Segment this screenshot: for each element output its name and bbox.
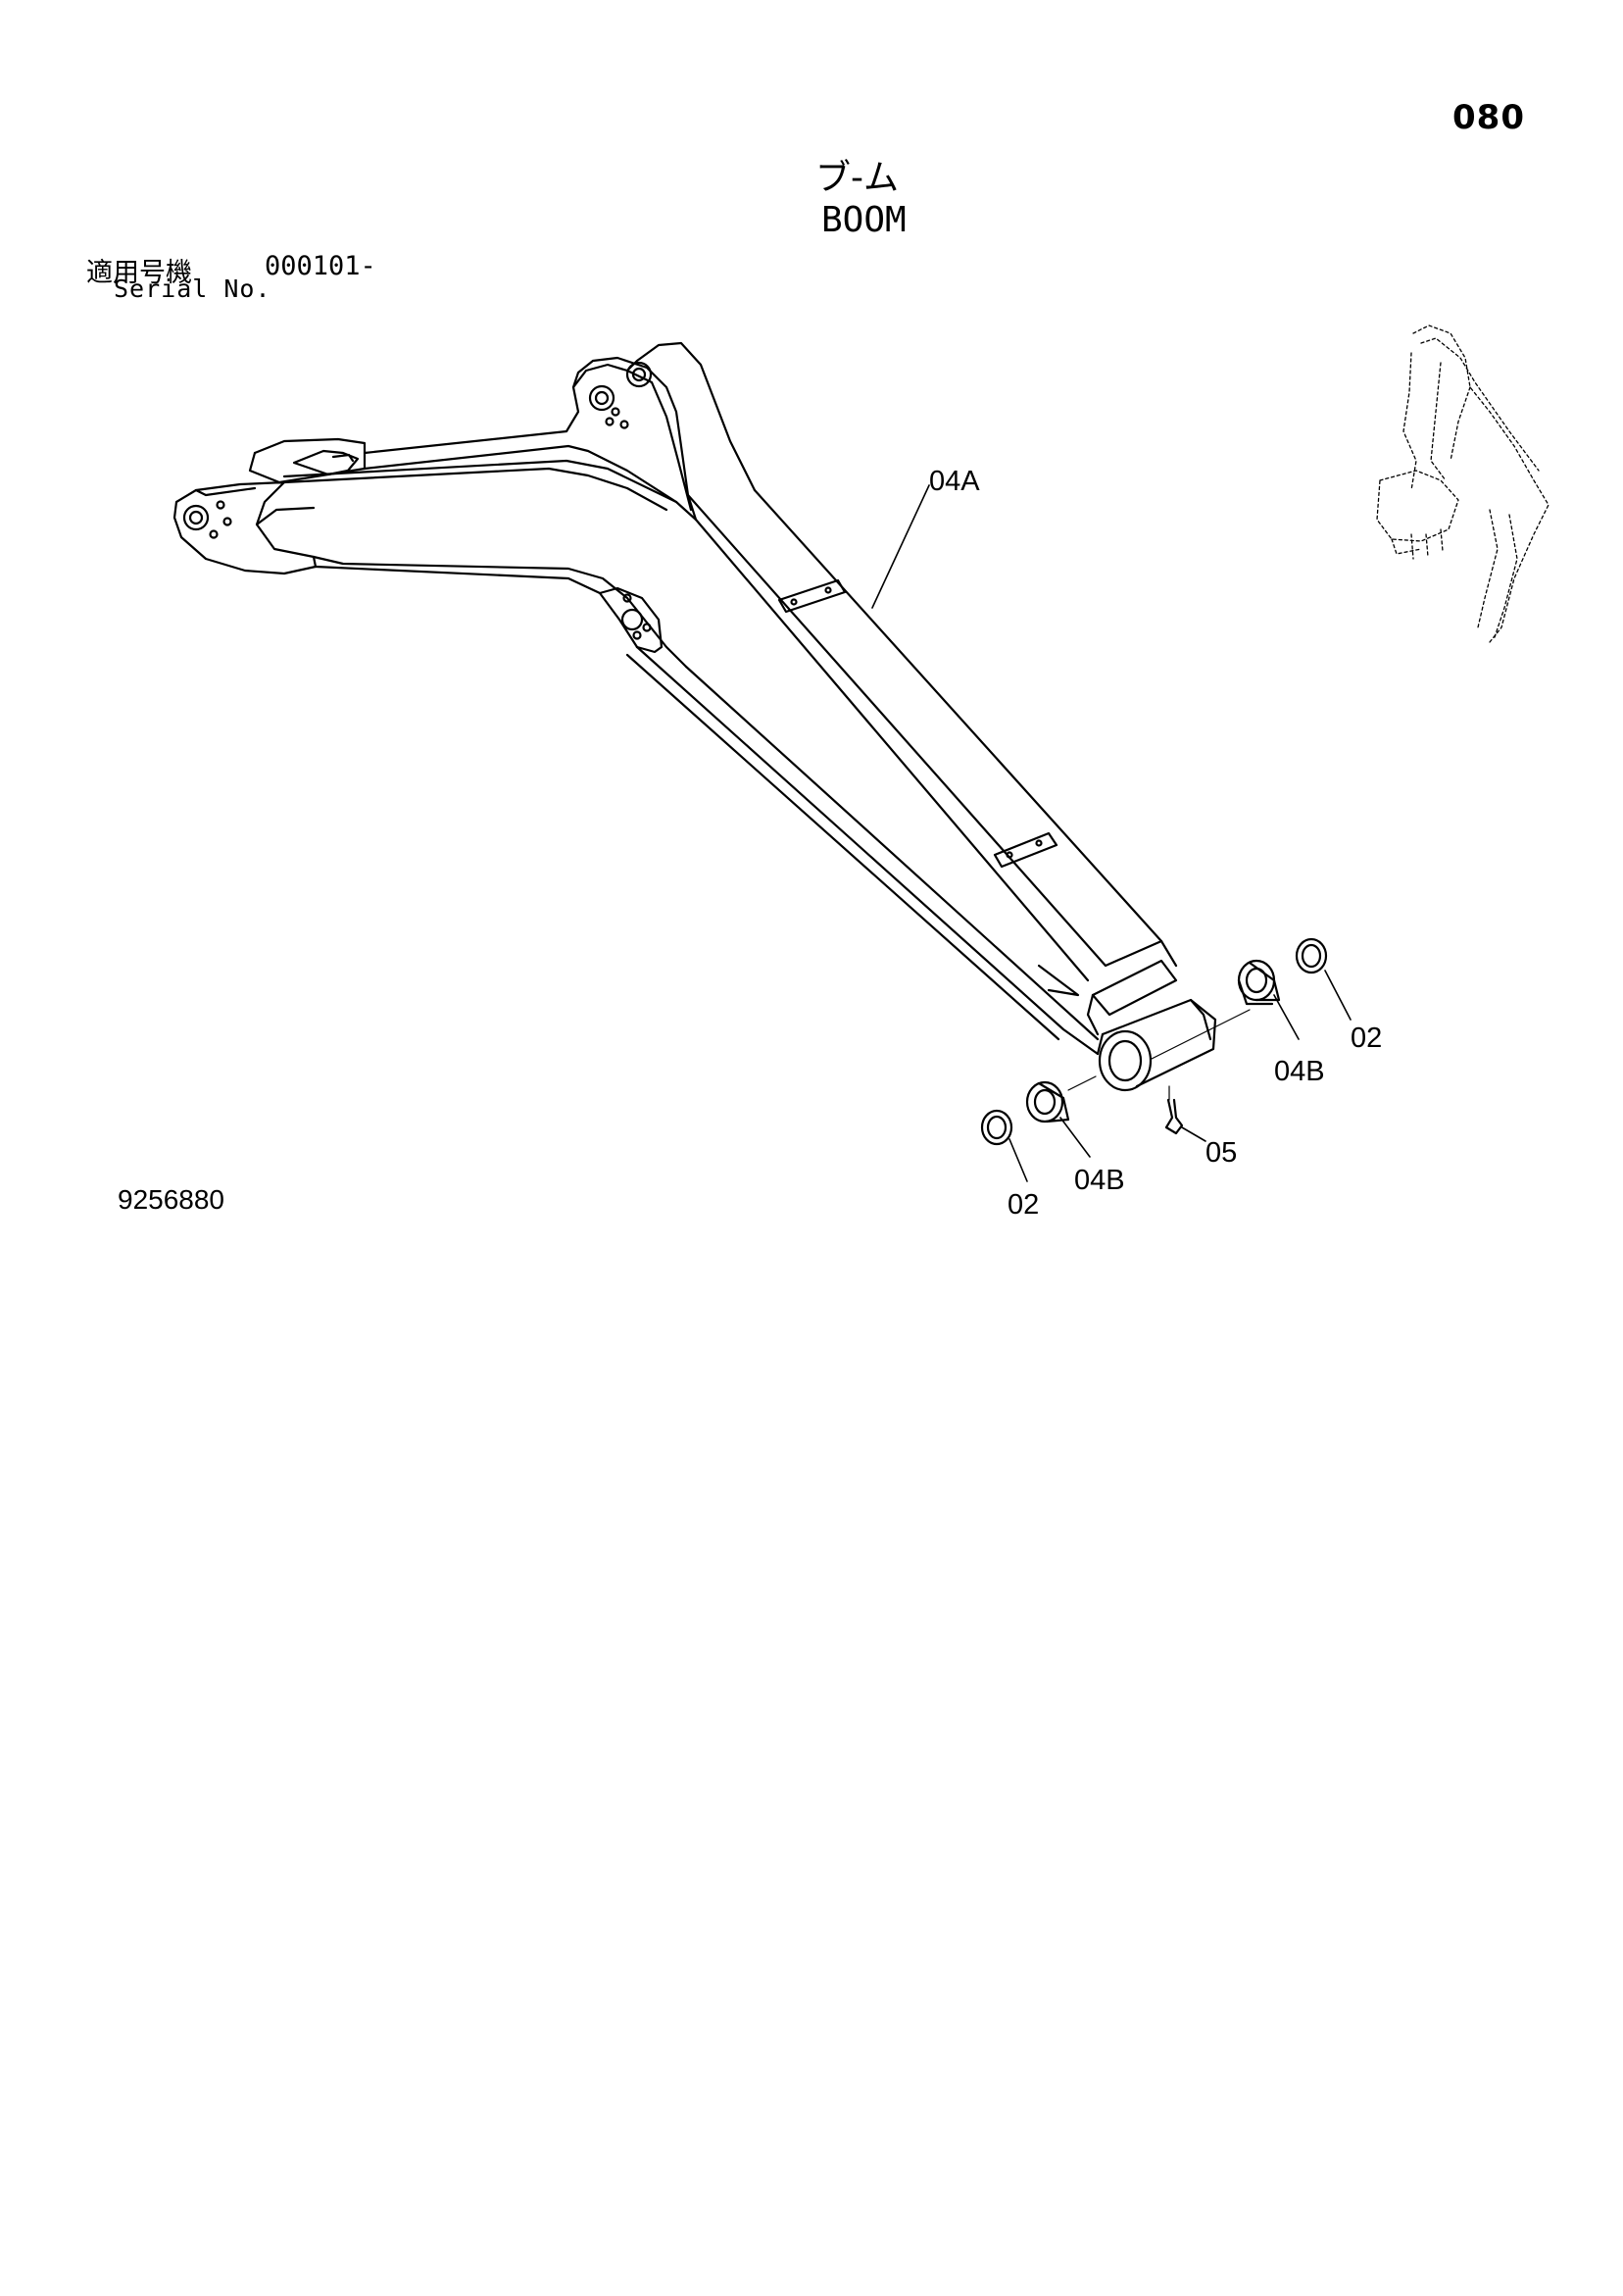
callout-04a: 04A <box>929 466 980 497</box>
callout-02-right: 02 <box>1351 1023 1382 1054</box>
bushing-04b-right-icon <box>1237 959 1281 1006</box>
bushing-04b-left-icon <box>1025 1080 1070 1123</box>
boom-assembly-drawing <box>172 341 1251 1135</box>
callout-04b-left: 04B <box>1074 1165 1125 1196</box>
callout-leaders <box>871 484 1352 1182</box>
excavator-location-thumbnail-icon <box>1376 324 1549 643</box>
title-japanese: ブ-ム <box>815 158 899 198</box>
title-english: BOOM <box>821 200 907 240</box>
callout-02-left: 02 <box>1008 1189 1039 1221</box>
serial-label-japanese: 適用号機 <box>86 258 192 288</box>
callout-04b-right: 04B <box>1274 1056 1325 1087</box>
page-number: 080 <box>1452 98 1525 137</box>
washer-02-right-icon <box>1295 937 1328 974</box>
callout-05: 05 <box>1205 1137 1237 1169</box>
washer-02-left-icon <box>980 1109 1013 1146</box>
serial-number-value: 000101- <box>265 251 376 281</box>
drawing-number: 9256880 <box>118 1184 225 1215</box>
serial-label-english: Serial No. <box>114 275 271 303</box>
